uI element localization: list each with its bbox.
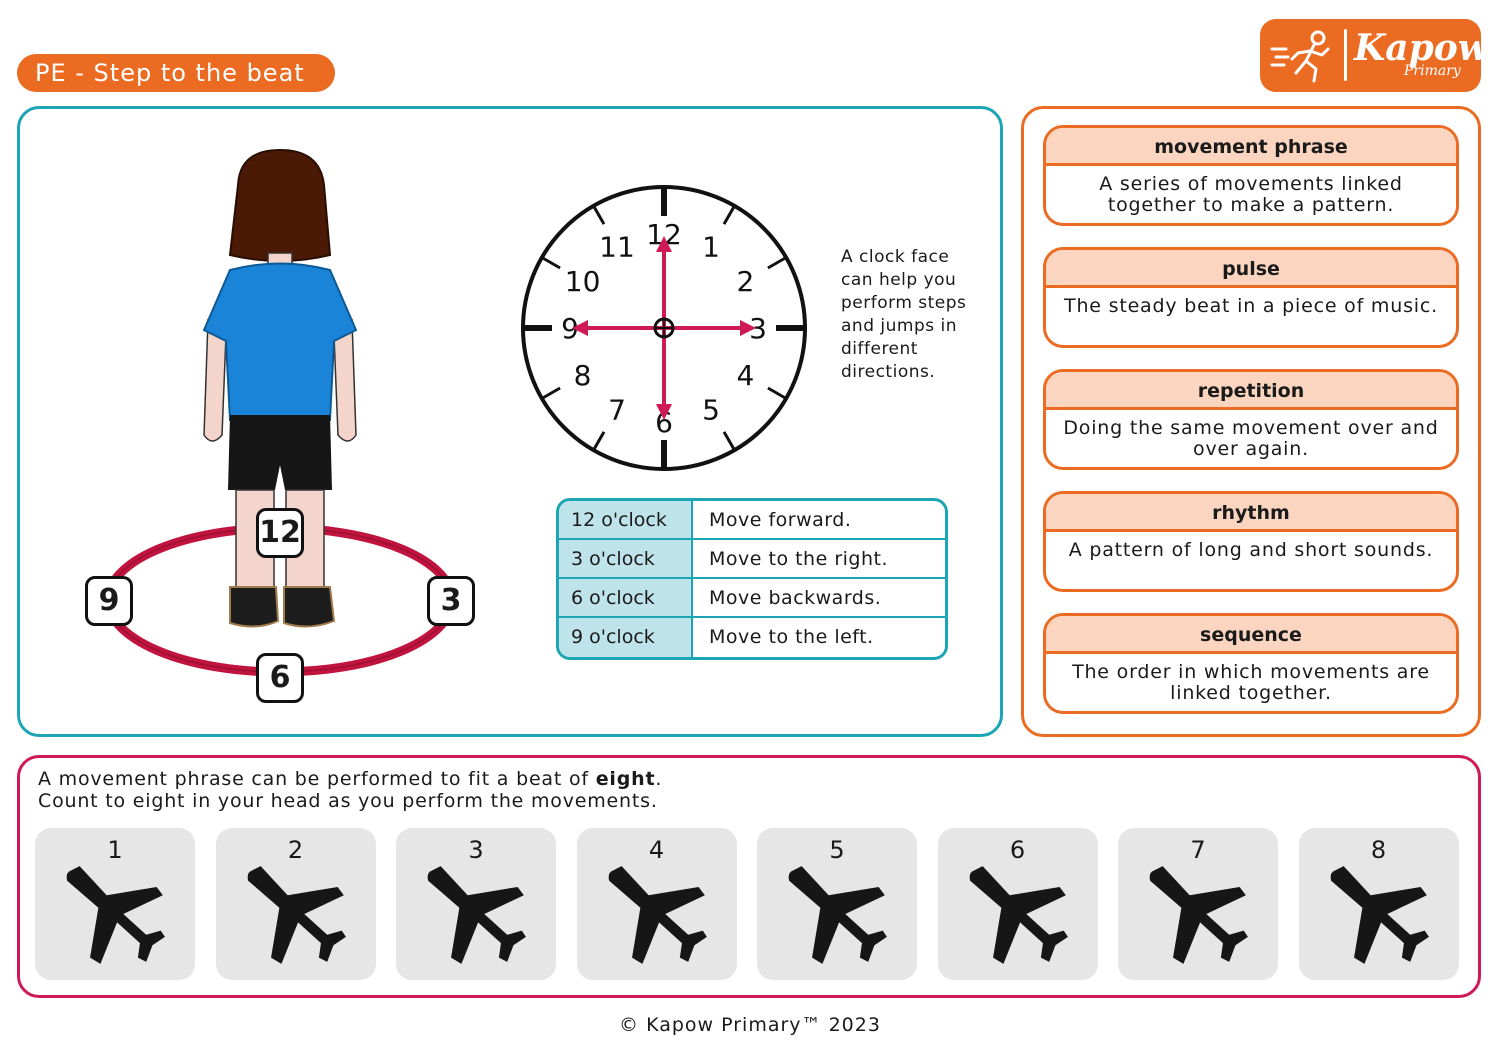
direction-time: 6 o'clock	[559, 579, 693, 616]
hoop-label-6: 6	[256, 653, 304, 703]
vocab-term: rhythm	[1046, 494, 1456, 532]
table-row: 3 o'clock Move to the right.	[559, 540, 945, 579]
airplane-icon	[247, 866, 346, 964]
airplane-icon	[1330, 866, 1429, 964]
vocab-card-movement-phrase: movement phrase A series of movements li…	[1043, 125, 1459, 226]
beat-count: 2	[287, 836, 304, 864]
arrow-down-icon	[656, 404, 672, 420]
vocab-definition: The steady beat in a piece of music.	[1064, 295, 1438, 317]
clock-note: A clock face can help you perform steps …	[841, 247, 967, 382]
clock-number: 9	[561, 312, 579, 345]
beat-card-8: 8	[1298, 828, 1459, 980]
direction-move: Move to the right.	[709, 548, 889, 570]
directions-table: 12 o'clock Move forward. 3 o'clock Move …	[556, 498, 948, 660]
clock-tick	[767, 256, 787, 270]
kapow-logo: Kapow Primary	[1260, 19, 1489, 92]
footer-copyright: © Kapow Primary™ 2023	[619, 1014, 881, 1036]
vocab-definition: A pattern of long and short sounds.	[1068, 539, 1434, 561]
arrow-right-icon	[740, 320, 756, 336]
beat-intro-period: .	[655, 768, 663, 790]
clock-tick	[592, 431, 606, 451]
airplane-icon	[969, 866, 1068, 964]
direction-time: 12 o'clock	[559, 501, 693, 538]
beat-count: 3	[468, 836, 484, 864]
airplane-icon	[66, 866, 165, 964]
running-figure-icon	[1270, 30, 1330, 83]
clock-number: 4	[736, 359, 754, 392]
beat-panel	[17, 755, 1481, 998]
clock-tick	[767, 386, 787, 400]
airplane-icon	[788, 866, 887, 964]
beat-intro-line-1: A movement phrase can be performed to fi…	[38, 768, 662, 790]
beat-count: 6	[1009, 836, 1026, 864]
direction-time: 3 o'clock	[559, 540, 693, 577]
hoop-label-12: 12	[256, 508, 304, 558]
clock-number: 11	[599, 231, 635, 264]
airplane-icon	[608, 866, 707, 964]
arrow-up-icon	[656, 236, 672, 252]
table-row: 9 o'clock Move to the left.	[559, 618, 945, 657]
beat-intro-text: A movement phrase can be performed to fi…	[38, 768, 596, 790]
airplane-icon	[1149, 866, 1248, 964]
page-title: PE - Step to the beat	[17, 54, 335, 92]
vocab-term: movement phrase	[1046, 128, 1456, 166]
clock-number: 3	[749, 312, 767, 345]
vocab-card-pulse: pulse The steady beat in a piece of musi…	[1043, 247, 1459, 348]
clock-number: 6	[655, 406, 673, 439]
clock-tick	[722, 205, 736, 225]
hoop-label-3: 3	[427, 576, 475, 626]
vocab-card-sequence: sequence The order in which movements ar…	[1043, 613, 1459, 714]
clock-tick	[722, 431, 736, 451]
beat-count: 1	[107, 836, 123, 864]
directions-panel	[17, 106, 1003, 737]
beat-count: 8	[1370, 836, 1387, 864]
logo-divider	[1344, 29, 1347, 81]
beat-card-6: 6	[937, 828, 1098, 980]
beat-count: 7	[1190, 836, 1206, 864]
vocabulary-panel	[1021, 106, 1481, 737]
vocab-definition: The order in which movements are linked …	[1072, 661, 1430, 704]
beat-intro: A movement phrase can be performed to fi…	[38, 768, 662, 812]
table-row: 6 o'clock Move backwards.	[559, 579, 945, 618]
logo-subtitle: Primary	[1404, 63, 1461, 79]
logo-brand: Kapow	[1354, 27, 1489, 69]
beat-count: 4	[648, 836, 665, 864]
vocab-term: sequence	[1046, 616, 1456, 654]
clock-tick	[592, 205, 606, 225]
vocab-card-repetition: repetition Doing the same movement over …	[1043, 369, 1459, 470]
clock-number: 8	[574, 359, 592, 392]
clock-number: 7	[608, 393, 626, 426]
direction-move: Move forward.	[709, 509, 852, 531]
clock-number: 1	[702, 231, 720, 264]
table-row: 12 o'clock Move forward.	[559, 501, 945, 540]
beat-card-7: 7	[1118, 828, 1278, 980]
hoop-label-9: 9	[85, 576, 133, 626]
child-figure-illustration	[103, 148, 457, 677]
direction-move: Move to the left.	[709, 626, 874, 648]
vocab-definition: Doing the same movement over and over ag…	[1063, 417, 1439, 460]
arrow-left-icon	[572, 320, 588, 336]
clock-tick	[541, 256, 561, 270]
beat-card-3: 3	[396, 828, 556, 980]
beat-card-1: 1	[35, 828, 195, 980]
clock-tick	[541, 386, 561, 400]
vocab-term: pulse	[1046, 250, 1456, 288]
clock-number: 10	[565, 265, 601, 298]
beat-intro-line-2: Count to eight in your head as you perfo…	[38, 790, 658, 812]
vocab-definition: A series of movements linked together to…	[1099, 173, 1403, 216]
airplane-icon	[427, 866, 526, 964]
beat-count: 5	[829, 836, 845, 864]
vocab-term: repetition	[1046, 372, 1456, 410]
beat-intro-emphasis: eight	[595, 768, 656, 790]
beat-card-2: 2	[215, 828, 376, 980]
direction-move: Move backwards.	[709, 587, 882, 609]
direction-time: 9 o'clock	[559, 618, 693, 657]
beat-card-5: 5	[757, 828, 917, 980]
clock-number: 5	[702, 393, 720, 426]
clock-number: 2	[736, 265, 754, 298]
vocab-card-rhythm: rhythm A pattern of long and short sound…	[1043, 491, 1459, 592]
beat-card-4: 4	[576, 828, 737, 980]
